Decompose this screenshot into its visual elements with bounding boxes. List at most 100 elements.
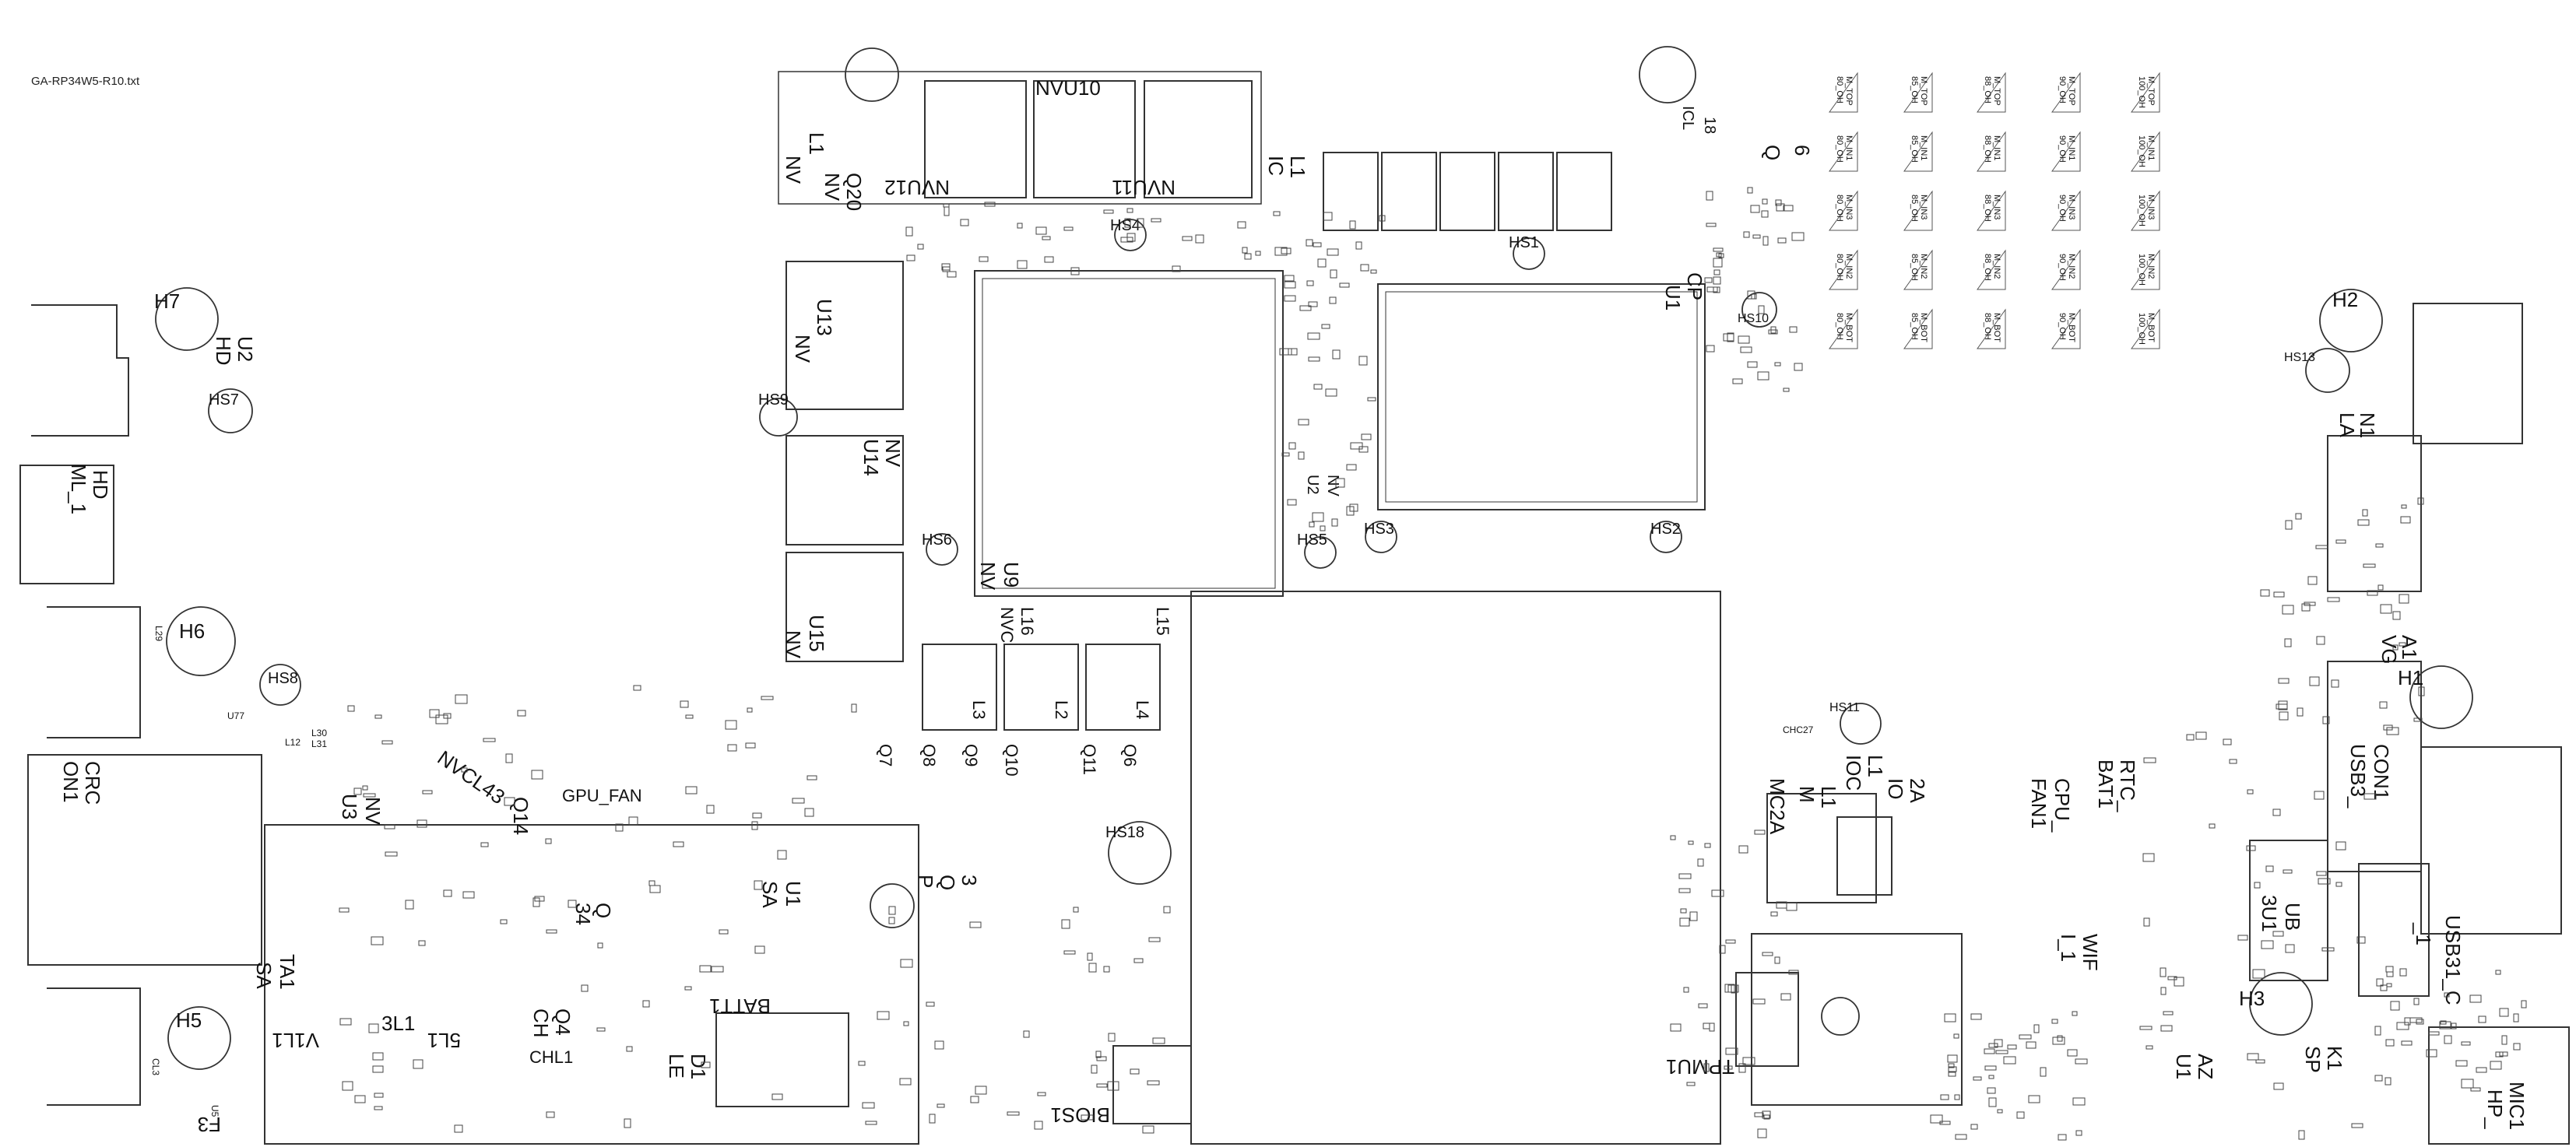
smd-pad bbox=[1752, 998, 1766, 1005]
label-hd-ml-b: ML_1 bbox=[67, 464, 90, 514]
label-nv-u9-a: NV bbox=[976, 562, 1000, 591]
label-q6-b: 6 bbox=[1791, 145, 1814, 156]
smd-pad bbox=[1195, 234, 1204, 244]
label-nv-q20-a: NV bbox=[821, 173, 844, 202]
smd-pad bbox=[2392, 611, 2401, 620]
smd-pad bbox=[1346, 464, 1357, 471]
smd-pad bbox=[934, 1040, 944, 1050]
smd-pad bbox=[384, 824, 395, 830]
smd-pad bbox=[2440, 1020, 2447, 1025]
label-nv-q20-b: Q20 bbox=[842, 173, 866, 211]
grid-label: M_IN3 bbox=[1992, 195, 2001, 219]
svg-text:CHC27: CHC27 bbox=[1783, 724, 1814, 735]
smd-pad bbox=[2316, 871, 2327, 876]
label-sa-ta1-a: SA bbox=[252, 962, 276, 989]
smd-pad bbox=[1255, 251, 1261, 256]
smd-pad bbox=[2261, 940, 2274, 949]
label-hd-u2-a: HD bbox=[212, 336, 235, 366]
smd-pad bbox=[2040, 1067, 2047, 1077]
label-v1l1: V1L1 bbox=[272, 1029, 319, 1052]
grid-cell bbox=[1829, 72, 1858, 113]
smd-pad bbox=[1762, 236, 1769, 246]
smd-pad bbox=[480, 842, 489, 847]
smd-pad bbox=[2444, 992, 2450, 998]
label-hd-ml-a: HD bbox=[89, 470, 112, 500]
smd-pad bbox=[970, 1096, 979, 1103]
smd-pad bbox=[2426, 1049, 2437, 1058]
smd-pad bbox=[2315, 545, 2328, 549]
label-p-q3-a: P bbox=[914, 875, 937, 888]
svg-text:Q7: Q7 bbox=[876, 744, 895, 766]
smd-pad bbox=[1725, 1047, 1738, 1055]
smd-pad bbox=[596, 1027, 606, 1032]
smd-pad bbox=[2499, 1051, 2508, 1057]
grid-cell bbox=[2131, 249, 2160, 290]
smd-pad bbox=[2229, 759, 2237, 764]
label-nv-u3-a: NV bbox=[361, 797, 385, 826]
smd-pad bbox=[1358, 356, 1368, 366]
smd-pad bbox=[771, 1093, 783, 1100]
smd-pad bbox=[1331, 518, 1338, 527]
smd-pad bbox=[969, 921, 982, 928]
smd-pad bbox=[568, 900, 577, 908]
grid-label: 80_OH bbox=[1835, 135, 1844, 163]
label-io-2a-b: 2A bbox=[1906, 778, 1929, 803]
smd-pad bbox=[626, 1046, 633, 1052]
smd-pad bbox=[2461, 1041, 2471, 1046]
grid-label: 80_OH bbox=[1835, 254, 1844, 281]
smd-pad bbox=[1284, 281, 1296, 289]
smd-pad bbox=[546, 929, 557, 934]
smd-pad bbox=[405, 900, 414, 910]
label-sa-ta1-b: TA1 bbox=[276, 954, 299, 990]
grid-cell bbox=[1977, 190, 2006, 231]
grid-label: 80_OH bbox=[1835, 313, 1844, 340]
smd-pad bbox=[2072, 1097, 2086, 1106]
svg-text:Q8: Q8 bbox=[919, 744, 939, 766]
label-crc-a: CRC bbox=[81, 761, 104, 805]
grid-label: 100_OH bbox=[2137, 313, 2146, 345]
smd-pad bbox=[1775, 199, 1782, 206]
svg-text:U77: U77 bbox=[227, 710, 244, 721]
smd-pad bbox=[1713, 276, 1721, 285]
smd-pad bbox=[1325, 388, 1337, 397]
smd-pad bbox=[2314, 791, 2325, 800]
label-hs6: HS6 bbox=[922, 531, 952, 549]
wifi-outline bbox=[1751, 933, 1963, 1106]
label-icl18-b: 18 bbox=[1701, 117, 1718, 134]
smd-pad bbox=[1320, 525, 1326, 531]
label-nv-u2-a: NV bbox=[1324, 475, 1341, 496]
grid-cell bbox=[2051, 131, 2081, 172]
smd-pad bbox=[1308, 356, 1320, 362]
smd-pad bbox=[711, 966, 724, 973]
smd-pad bbox=[2209, 823, 2216, 829]
smd-pad bbox=[777, 850, 787, 860]
smd-pad bbox=[2356, 936, 2366, 944]
smd-pad bbox=[2377, 584, 2384, 591]
smd-pad bbox=[2374, 1026, 2381, 1036]
smd-pad bbox=[1095, 1051, 1102, 1058]
smd-pad bbox=[2416, 1019, 2424, 1025]
smd-pad bbox=[1719, 945, 1726, 954]
label-tpmu1: TPMU1 bbox=[1666, 1055, 1734, 1079]
smd-pad bbox=[1738, 1063, 1746, 1073]
nvu14-outline bbox=[785, 435, 904, 545]
label-wif-a: WIF bbox=[2079, 934, 2102, 971]
label-le-d1-b: D1 bbox=[687, 1054, 710, 1079]
smd-pad bbox=[1988, 1043, 1998, 1048]
label-ch-q4-b: Q4 bbox=[551, 1008, 575, 1036]
svg-text:NVC: NVC bbox=[997, 607, 1017, 644]
smd-pad bbox=[1742, 1057, 1755, 1065]
label-ub3u1-a: UB bbox=[2281, 903, 2304, 931]
smd-pad bbox=[1780, 993, 1791, 1001]
smd-pad bbox=[1063, 950, 1076, 955]
smd-pad bbox=[2139, 1026, 2153, 1030]
smd-pad bbox=[1288, 442, 1296, 450]
label-ub3u1-b: 3U1 bbox=[2258, 895, 2281, 932]
smd-pad bbox=[581, 984, 589, 992]
smd-pad bbox=[2375, 543, 2384, 548]
label-io-2a-a: IO bbox=[1884, 778, 1907, 799]
grid-label: 90_OH bbox=[2058, 135, 2067, 163]
smd-pad bbox=[2374, 1075, 2383, 1082]
smd-pad bbox=[2142, 853, 2155, 862]
smd-pad bbox=[685, 714, 694, 719]
